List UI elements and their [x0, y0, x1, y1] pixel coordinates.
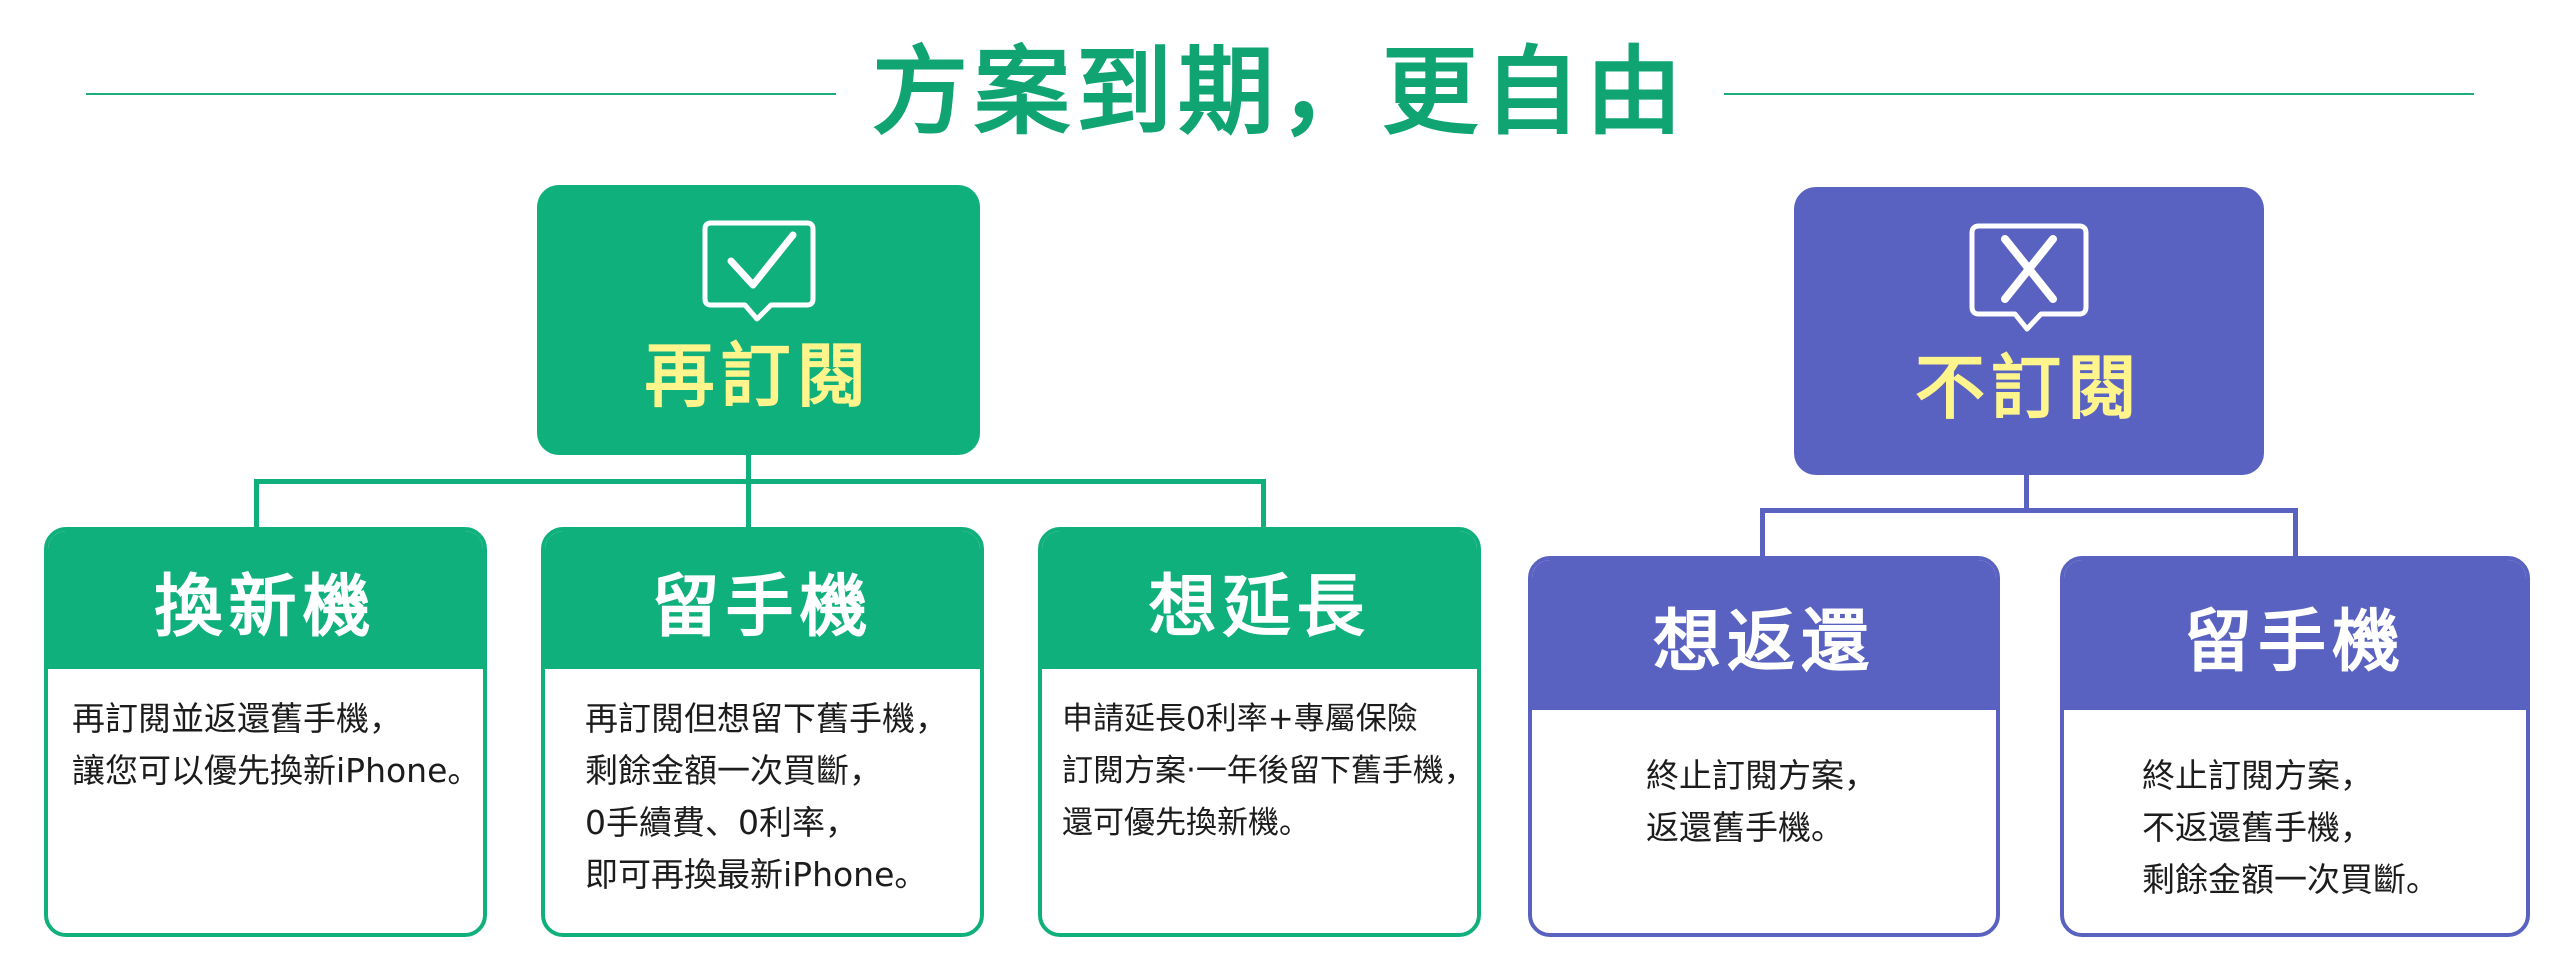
renew-header-box: 再訂閱 — [537, 185, 980, 455]
connector-renew-left — [254, 479, 259, 529]
no-renew-option-card: 想返還 終止訂閱方案， 返還舊手機。 — [1528, 556, 2000, 937]
option-title: 留手機 — [2064, 560, 2526, 710]
renew-label: 再訂閱 — [644, 335, 873, 417]
description-line: 終止訂閱方案， — [1646, 756, 1877, 795]
description-line: 0手續費、0利率， — [585, 803, 858, 842]
option-description: 再訂閱並返還舊手機， 讓您可以優先換新iPhone。 — [48, 669, 483, 797]
title-divider-left — [86, 93, 836, 95]
description-line: 返還舊手機。 — [1646, 808, 1844, 847]
connector-norenew-bar — [1760, 508, 2298, 513]
option-description: 終止訂閱方案， 不返還舊手機， 剩餘金額一次買斷。 — [2064, 710, 2526, 906]
no-renew-option-card: 留手機 終止訂閱方案， 不返還舊手機， 剩餘金額一次買斷。 — [2060, 556, 2530, 937]
connector-norenew-right — [2293, 508, 2298, 558]
x-speech-bubble-icon — [1967, 221, 2091, 337]
renew-option-card: 想延長 申請延長0利率+專屬保險 訂閱方案‧一年後留下舊手機， 還可優先換新機。 — [1038, 527, 1481, 937]
connector-renew-stem — [746, 450, 751, 528]
renew-option-card: 留手機 再訂閱但想留下舊手機， 剩餘金額一次買斷， 0手續費、0利率， 即可再換… — [541, 527, 984, 937]
description-line: 即可再換最新iPhone。 — [585, 855, 928, 894]
title-divider-right — [1724, 93, 2474, 95]
description-line: 申請延長0利率+專屬保險 — [1062, 701, 1418, 737]
renew-option-card: 換新機 再訂閱並返還舊手機， 讓您可以優先換新iPhone。 — [44, 527, 487, 937]
description-line: 不返還舊手機， — [2142, 808, 2373, 847]
description-line: 再訂閱但想留下舊手機， — [585, 699, 948, 738]
check-speech-bubble-icon — [701, 219, 817, 327]
connector-norenew-left — [1760, 508, 1765, 558]
connector-renew-bar — [254, 479, 1266, 484]
page-title: 方案到期，更自由 — [872, 36, 1688, 148]
description-line: 剩餘金額一次買斷。 — [2142, 860, 2439, 899]
option-title: 想返還 — [1532, 560, 1996, 710]
option-title: 想延長 — [1042, 531, 1477, 669]
no-renew-label: 不訂閱 — [1915, 347, 2143, 429]
option-description: 再訂閱但想留下舊手機， 剩餘金額一次買斷， 0手續費、0利率， 即可再換最新iP… — [545, 669, 980, 901]
description-line: 剩餘金額一次買斷， — [585, 751, 882, 790]
connector-renew-right — [1261, 479, 1266, 529]
option-description: 終止訂閱方案， 返還舊手機。 — [1532, 710, 1996, 854]
description-line: 讓您可以優先換新iPhone。 — [72, 751, 481, 790]
description-line: 還可優先換新機。 — [1062, 805, 1310, 841]
option-title: 留手機 — [545, 531, 980, 669]
connector-norenew-stem — [2024, 470, 2029, 510]
description-line: 再訂閱並返還舊手機， — [72, 699, 402, 738]
description-line: 訂閱方案‧一年後留下舊手機， — [1062, 753, 1475, 789]
option-description: 申請延長0利率+專屬保險 訂閱方案‧一年後留下舊手機， 還可優先換新機。 — [1042, 669, 1477, 849]
no-renew-header-box: 不訂閱 — [1794, 187, 2264, 475]
description-line: 終止訂閱方案， — [2142, 756, 2373, 795]
option-title: 換新機 — [48, 531, 483, 669]
